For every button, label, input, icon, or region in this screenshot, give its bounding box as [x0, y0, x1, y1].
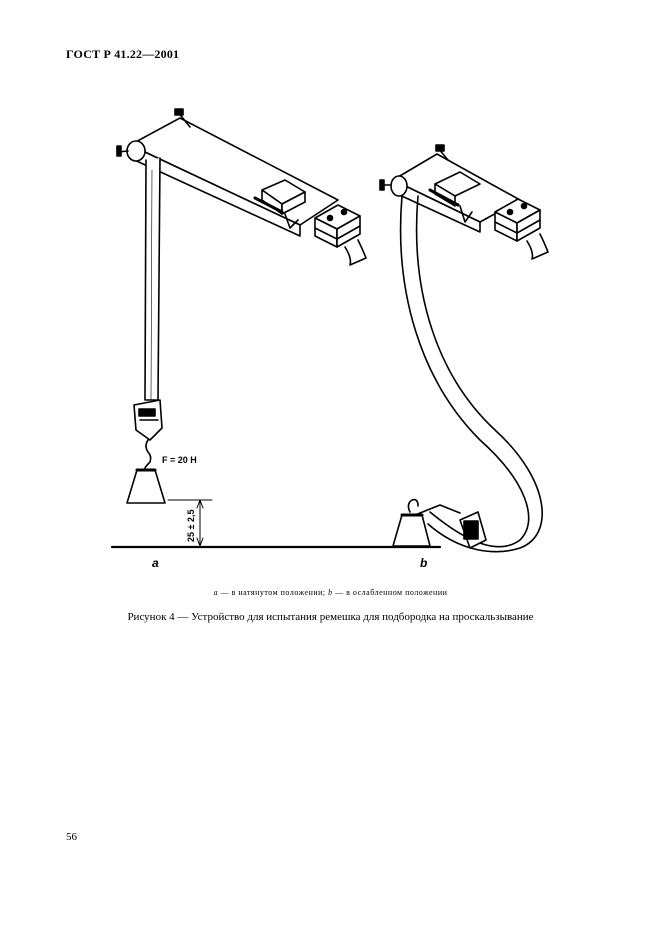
- force-label: F = 20 Н: [162, 455, 197, 465]
- legend-b-text: — в ослабленном положении: [332, 588, 448, 597]
- figure-label-b: b: [420, 556, 428, 570]
- document-code-header: ГОСТ Р 41.22—2001: [66, 47, 180, 61]
- device-a: [116, 108, 367, 547]
- test-device-figure: [110, 108, 549, 553]
- legend-b-letter: b: [328, 588, 333, 597]
- legend-a-text: — в натянутом положении;: [218, 588, 329, 597]
- legend-a-letter: a: [213, 588, 219, 597]
- device-b: [379, 144, 549, 553]
- figure-label-a: a: [152, 556, 159, 570]
- page-number: 56: [66, 831, 77, 843]
- dimension-label: 25 ± 2,5: [186, 509, 196, 542]
- figure-legend: a — в натянутом положении; b — в ослабле…: [0, 588, 661, 597]
- figure-caption: Рисунок 4 — Устройство для испытания рем…: [127, 611, 534, 623]
